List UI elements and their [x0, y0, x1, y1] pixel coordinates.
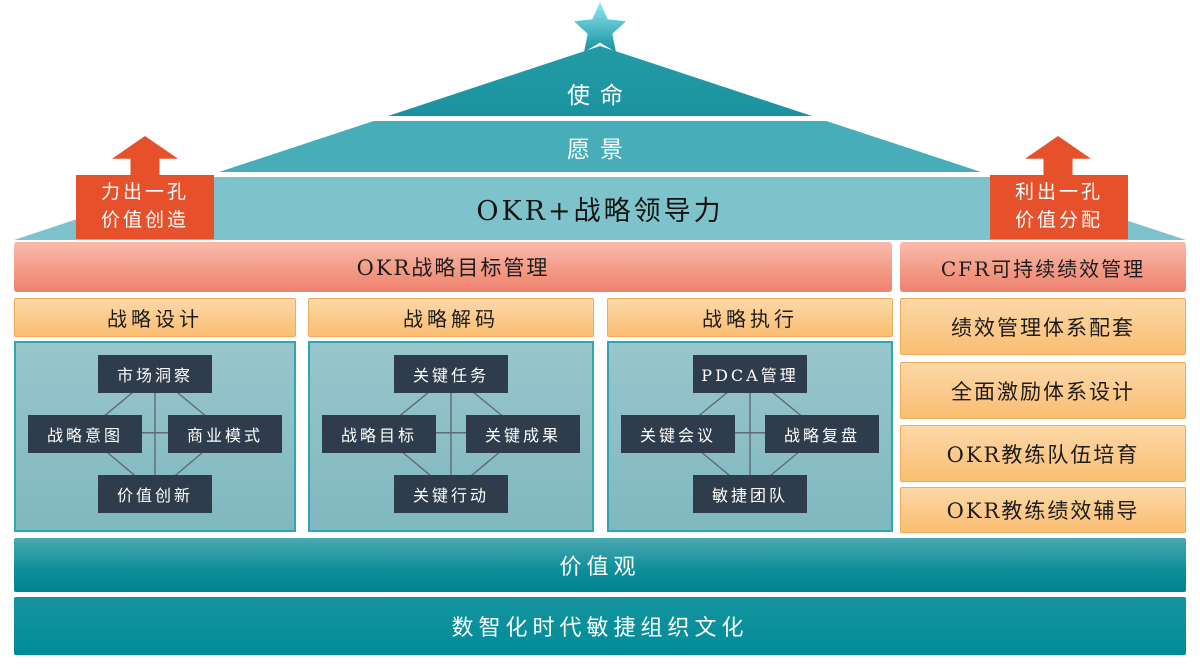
right-callout-line2: 价值分配	[1014, 209, 1103, 231]
node-strategy-review: 战略复盘	[765, 415, 879, 453]
pyramid-tier-mission: 使命	[388, 46, 812, 116]
right-arrow-callout: 利出一孔 价值分配	[990, 175, 1128, 239]
panel-strategy-design: 市场洞察 战略意图 商业模式 价值创新	[14, 341, 296, 532]
node-label: 战略目标	[340, 426, 417, 445]
rbox-performance-system: 绩效管理体系配套	[900, 298, 1186, 355]
column-header-strategy-design: 战略设计	[14, 298, 296, 337]
footer-culture-bar: 数智化时代敏捷组织文化	[14, 597, 1186, 655]
node-label: 市场洞察	[116, 366, 193, 385]
rbox-coach-team-cultivation: OKR教练队伍培育	[900, 425, 1186, 482]
panel-strategy-decode: 关键任务 战略目标 关键成果 关键行动	[308, 341, 594, 532]
cfr-performance-band: CFR可持续绩效管理	[900, 242, 1186, 292]
pyramid-tier-vision: 愿景	[219, 121, 981, 172]
cfr-band-label: CFR可持续绩效管理	[940, 256, 1146, 281]
column-header-strategy-decode: 战略解码	[308, 298, 594, 337]
node-label: 关键成果	[484, 426, 561, 445]
node-strategic-goals: 战略目标	[322, 415, 436, 453]
node-label: 价值创新	[116, 486, 193, 505]
node-label: 关键行动	[412, 486, 489, 505]
right-callout-line1: 利出一孔	[1014, 181, 1103, 204]
up-arrow-icon-left	[112, 136, 178, 176]
left-callout-line1: 力出一孔	[100, 181, 189, 204]
left-arrow-callout: 力出一孔 价值创造	[76, 175, 214, 239]
up-arrow-icon-right	[1025, 136, 1091, 176]
rbox-label: 绩效管理体系配套	[951, 315, 1135, 340]
rbox-label: OKR教练队伍培育	[946, 442, 1140, 467]
footer-values-label: 价值观	[559, 555, 641, 580]
header-label: 战略执行	[702, 307, 798, 331]
node-label: 战略意图	[46, 426, 123, 445]
star-icon	[574, 2, 626, 52]
tier-leadership-label: OKR+战略领导力	[476, 196, 724, 227]
node-value-innovation: 价值创新	[98, 475, 212, 513]
left-callout-line2: 价值创造	[100, 209, 189, 231]
node-key-actions: 关键行动	[394, 475, 508, 513]
rbox-coach-performance-tutoring: OKR教练绩效辅导	[900, 487, 1186, 533]
footer-values-bar: 价值观	[14, 538, 1186, 592]
rbox-label: 全面激励体系设计	[951, 379, 1135, 404]
node-label: PDCA管理	[701, 366, 799, 385]
node-label: 关键任务	[412, 366, 489, 385]
tier-vision-label: 愿景	[567, 136, 633, 163]
node-strategic-intent: 战略意图	[28, 415, 142, 453]
node-business-model: 商业模式	[168, 415, 282, 453]
node-pdca-management: PDCA管理	[693, 355, 807, 393]
node-label: 关键会议	[639, 426, 716, 445]
node-key-tasks: 关键任务	[394, 355, 508, 393]
header-label: 战略设计	[107, 307, 203, 331]
node-key-meetings: 关键会议	[621, 415, 735, 453]
column-header-strategy-execution: 战略执行	[607, 298, 893, 337]
node-market-insight: 市场洞察	[98, 355, 212, 393]
footer-culture-label: 数智化时代敏捷组织文化	[451, 616, 749, 641]
node-label: 敏捷团队	[711, 486, 788, 505]
rbox-label: OKR教练绩效辅导	[946, 499, 1140, 523]
okr-band-label: OKR战略目标管理	[356, 256, 550, 280]
panel-strategy-execution: PDCA管理 关键会议 战略复盘 敏捷团队	[607, 341, 893, 532]
tier-mission-label: 使命	[567, 83, 633, 109]
okr-goal-management-band: OKR战略目标管理	[14, 242, 892, 292]
header-label: 战略解码	[403, 307, 499, 331]
node-label: 商业模式	[186, 426, 263, 445]
node-label: 战略复盘	[783, 426, 860, 445]
node-key-results: 关键成果	[466, 415, 580, 453]
rbox-incentive-system: 全面激励体系设计	[900, 362, 1186, 419]
node-agile-team: 敏捷团队	[693, 475, 807, 513]
